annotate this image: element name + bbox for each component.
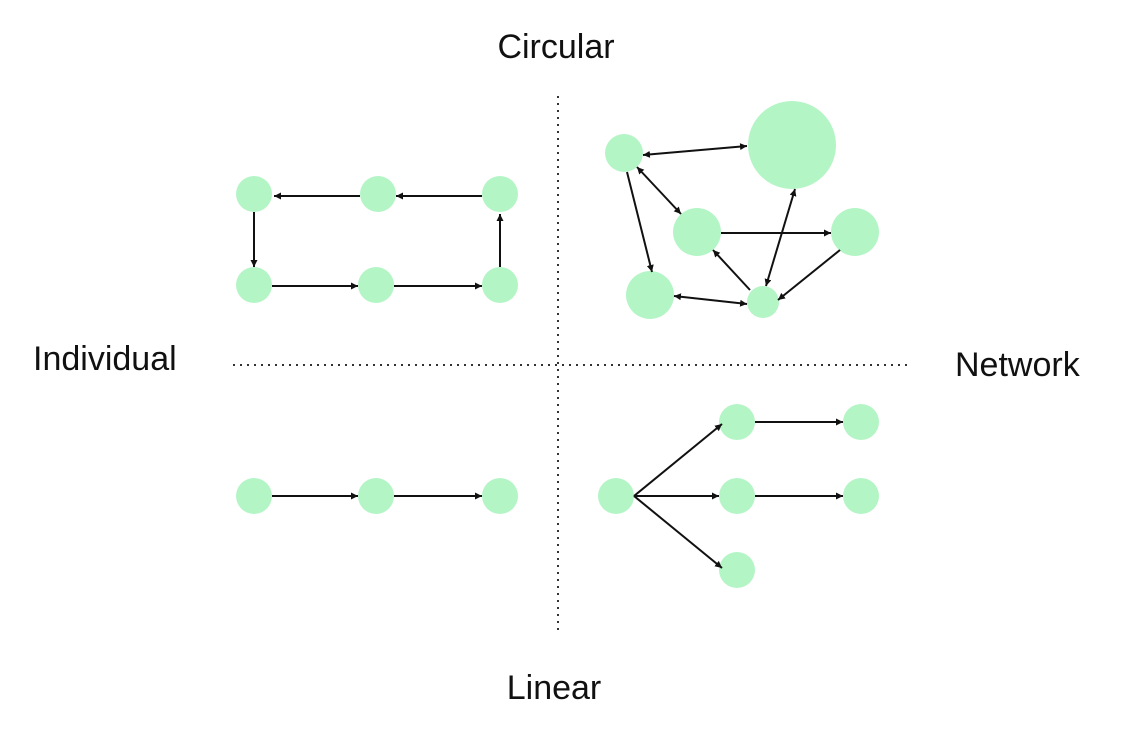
axis-label-linear: Linear [506, 669, 602, 707]
node [626, 271, 674, 319]
arrow [642, 143, 748, 158]
arrow [633, 495, 723, 569]
arrow [633, 423, 723, 497]
network-circular-diagram [605, 101, 879, 319]
node [482, 176, 518, 212]
axis-label-individual: Individual [33, 340, 177, 378]
node [358, 478, 394, 514]
axis-label-circular: Circular [497, 28, 615, 66]
arrow [636, 166, 682, 215]
node [748, 101, 836, 189]
node [831, 208, 879, 256]
node [360, 176, 396, 212]
network-linear-diagram [598, 404, 879, 588]
node [482, 478, 518, 514]
arrow [777, 249, 841, 301]
node [236, 267, 272, 303]
node [843, 404, 879, 440]
node [236, 478, 272, 514]
node [719, 478, 755, 514]
axis-label-network: Network [955, 346, 1080, 384]
arrow [626, 171, 654, 273]
node [482, 267, 518, 303]
node [719, 552, 755, 588]
node [673, 208, 721, 256]
individual-circular-diagram [236, 176, 518, 303]
node [236, 176, 272, 212]
node [358, 267, 394, 303]
node [719, 404, 755, 440]
node [747, 286, 779, 318]
arrow [712, 249, 751, 291]
arrow [764, 188, 797, 287]
node [598, 478, 634, 514]
node [843, 478, 879, 514]
node [605, 134, 643, 172]
arrow [673, 293, 748, 307]
individual-linear-diagram [236, 478, 518, 514]
